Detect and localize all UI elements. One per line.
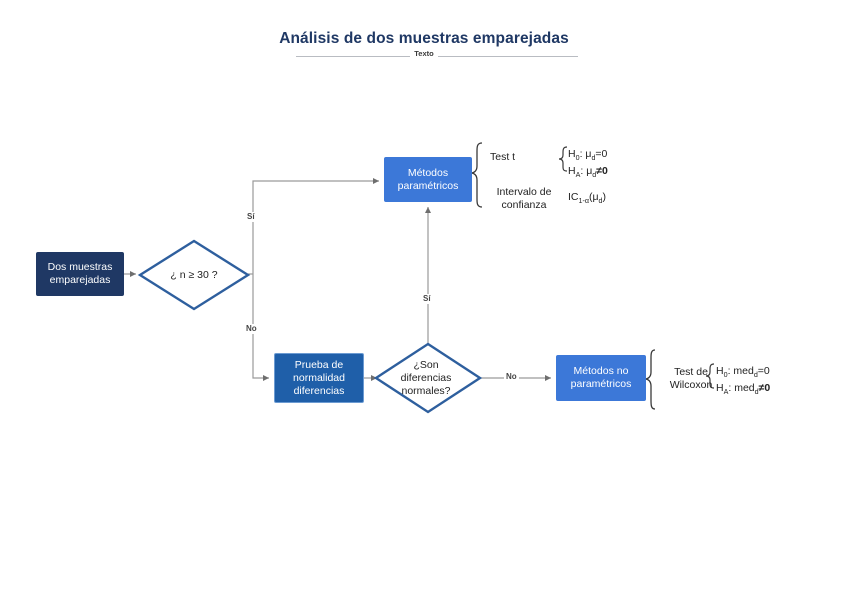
np-h0-rest: : med xyxy=(727,365,754,377)
node-nonparam-label: Métodos no paramétricos xyxy=(571,365,632,391)
node-normtest-line2: normalidad xyxy=(293,371,345,384)
subtitle-text: Texto xyxy=(410,49,438,58)
ic-prefix: IC xyxy=(568,191,579,203)
ic-rest: (μ xyxy=(588,191,599,203)
np-ha-tail: ≠0 xyxy=(758,382,771,395)
node-nonparam-line1: Métodos no xyxy=(573,365,629,377)
ic-sub: 1-α xyxy=(578,197,589,206)
annotation-intervalo-line1: Intervalo de xyxy=(496,186,552,198)
node-prueba-normalidad[interactable]: Prueba de normalidad diferencias xyxy=(274,353,364,403)
node-normtest-line3: diferencias xyxy=(293,384,345,397)
brace-nonparametric xyxy=(644,349,656,410)
title-block: Análisis de dos muestras emparejadas Tex… xyxy=(0,30,848,58)
edge-label-si-middle: Sí xyxy=(421,294,433,304)
edge-no-to-normality xyxy=(252,274,269,381)
h0-prefix: H xyxy=(568,148,576,160)
node-parametric-line2: paramétricos xyxy=(397,179,459,192)
edge-si-to-parametric xyxy=(252,178,379,274)
node-start-line2: emparejadas xyxy=(49,274,111,286)
np-h0-prefix: H xyxy=(716,365,724,377)
annotation-parametric-hypotheses: H0: μd=0 HA: μd≠0 xyxy=(568,148,608,182)
h0-sub: 0 xyxy=(575,154,580,163)
ha-sub2: d xyxy=(592,171,597,180)
annotation-test-t: Test t xyxy=(490,151,516,163)
subtitle: Texto xyxy=(0,49,848,58)
annotation-nonparametric-hypotheses: H0: medd=0 HA: medd≠0 xyxy=(716,365,770,399)
wilcoxon-line1: Test de xyxy=(674,366,708,378)
node-nonparam-line2: paramétricos xyxy=(570,378,632,390)
node-start-line1: Dos muestras xyxy=(47,261,113,273)
ha-rest: : μ xyxy=(580,165,593,178)
node-start-label: Dos muestras emparejadas xyxy=(48,261,113,287)
node-normtest-label: Prueba de normalidad diferencias xyxy=(293,359,345,398)
edge-label-no-bottom: No xyxy=(504,372,519,382)
node-dos-muestras-emparejadas[interactable]: Dos muestras emparejadas xyxy=(36,252,124,296)
annotation-intervalo-confianza: Intervalo de confianza xyxy=(485,186,563,212)
node-parametric-line1: Métodos xyxy=(407,166,449,179)
decision-diamond-sample-size xyxy=(137,239,251,311)
hypothesis-h0-parametric: H0: μd=0 xyxy=(568,148,608,165)
hypothesis-ha-nonparametric: HA: medd≠0 xyxy=(716,382,770,399)
node-metodos-no-parametricos[interactable]: Métodos no paramétricos xyxy=(556,355,646,401)
np-h0-sub2: d xyxy=(753,371,758,380)
h0-sub2: d xyxy=(591,154,596,163)
ha-sub: A xyxy=(575,171,581,180)
brace-parametric-hypotheses xyxy=(558,146,568,172)
np-ha-prefix: H xyxy=(716,382,724,395)
annotation-intervalo-line2: confianza xyxy=(501,199,547,211)
annotation-confidence-interval-formula: IC1-α(μd) xyxy=(568,191,606,208)
decision-diamond-normality xyxy=(373,342,483,414)
edge-label-no-left: No xyxy=(244,324,259,334)
node-parametric-label: Métodos paramétricos xyxy=(398,167,459,193)
np-h0-sub: 0 xyxy=(723,371,728,380)
page-title: Análisis de dos muestras emparejadas xyxy=(279,30,569,47)
ha-prefix: H xyxy=(568,165,576,178)
node-metodos-parametricos[interactable]: Métodos paramétricos xyxy=(384,157,472,202)
wilcoxon-line2: Wilcoxon xyxy=(669,379,713,391)
edge-label-si-top: Sí xyxy=(245,212,257,222)
np-ha-sub2: d xyxy=(754,388,759,397)
hypothesis-h0-nonparametric: H0: medd=0 xyxy=(716,365,770,382)
brace-nonparametric-hypotheses xyxy=(705,363,715,389)
np-ha-sub: A xyxy=(723,388,729,397)
brace-parametric xyxy=(470,142,483,208)
h0-rest: : μ xyxy=(579,148,592,160)
h0-tail: =0 xyxy=(595,148,608,160)
hypothesis-ha-parametric: HA: μd≠0 xyxy=(568,165,608,182)
np-h0-tail: =0 xyxy=(757,365,770,377)
ic-tail: ) xyxy=(602,191,606,203)
annotation-test-wilcoxon: Test de Wilcoxon xyxy=(660,366,722,392)
np-ha-rest: : med xyxy=(728,382,755,395)
node-normtest-line1: Prueba de xyxy=(294,358,344,371)
ic-sub2: d xyxy=(598,197,603,206)
ha-tail: ≠0 xyxy=(596,165,608,178)
